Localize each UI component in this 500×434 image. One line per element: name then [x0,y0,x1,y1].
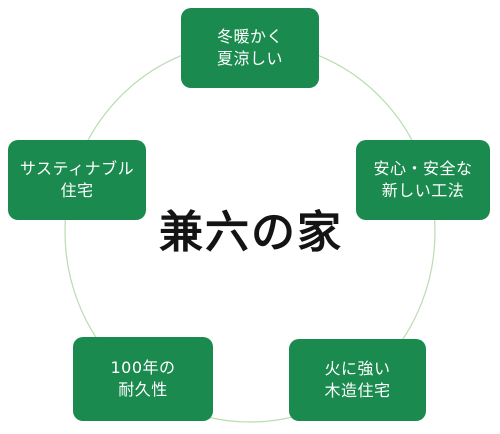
node-fire-resistant-wooden-house: 火に強い 木造住宅 [289,339,426,421]
node-sustainable-housing: サスティナブル 住宅 [8,140,146,220]
node-100-year-durability: 100年の 耐久性 [73,337,213,421]
node-warm-winter-cool-summer: 冬暖かく 夏涼しい [181,8,319,88]
node-label-line: 住宅 [60,181,94,200]
node-label-line: 安心・安全な [373,159,473,178]
node-label-line: 夏涼しい [216,49,283,68]
node-label-line: 火に強い [324,359,391,378]
node-safe-new-construction: 安心・安全な 新しい工法 [356,140,490,220]
node-label-line: 木造住宅 [324,381,391,400]
node-label-line: 100年の [110,358,176,377]
center-logo: 兼六の家 [159,207,343,258]
node-label-line: 耐久性 [118,380,168,399]
node-label-line: サスティナブル [19,159,135,178]
node-label-line: 新しい工法 [381,181,465,200]
node-label-line: 冬暖かく [216,27,283,46]
